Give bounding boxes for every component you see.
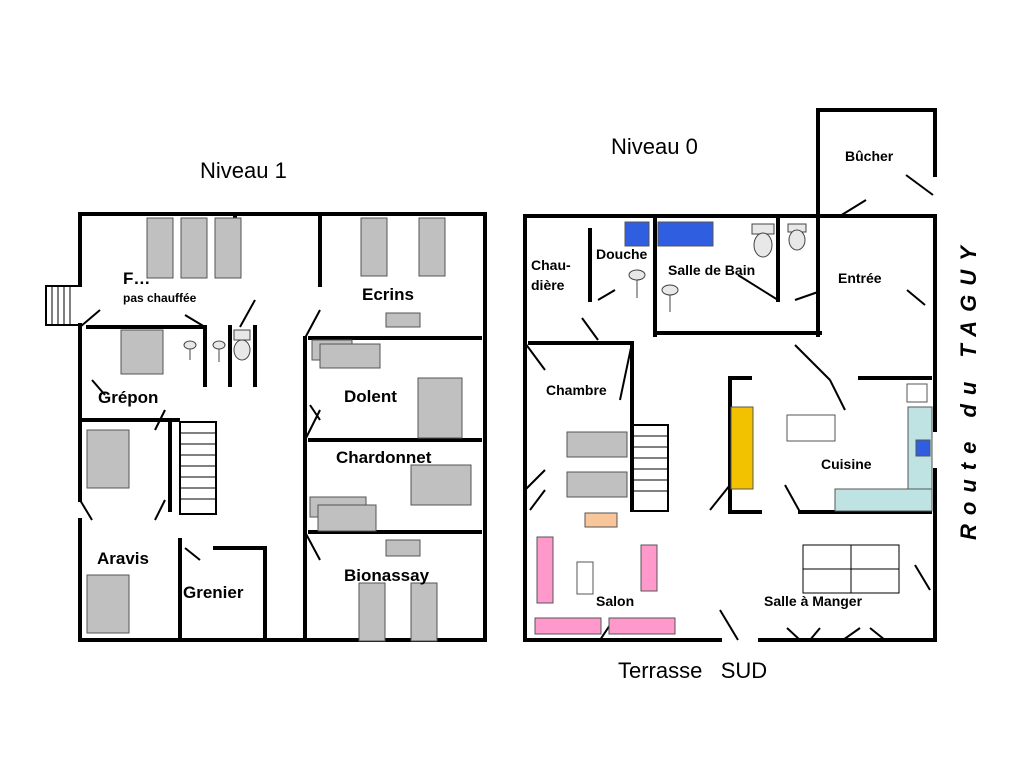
level1-sanitary: [183, 329, 251, 362]
room-label-chaudiere-1: Chau-: [531, 257, 571, 273]
room-label-aravis: Aravis: [97, 549, 149, 568]
room-label-salon: Salon: [596, 593, 635, 609]
room-label-cuisine: Cuisine: [821, 456, 872, 472]
room-label-f: F…: [123, 269, 151, 288]
room-label-grenier: Grenier: [183, 583, 244, 602]
level1-beds: [86, 217, 472, 642]
level0-doors: [524, 174, 934, 641]
terrace-label: Terrasse SUD: [618, 658, 768, 683]
room-label-salle-de-bain: Salle de Bain: [668, 262, 756, 278]
road-label: Route du TAGUY: [956, 237, 981, 540]
room-note-f: pas chauffée: [123, 291, 197, 305]
room-label-douche: Douche: [596, 246, 648, 262]
room-label-bionassay: Bionassay: [344, 566, 430, 585]
room-label-entree: Entrée: [838, 270, 882, 286]
room-label-chambre: Chambre: [546, 382, 607, 398]
level0-walls: [523, 108, 937, 642]
room-label-bucher: Bûcher: [845, 148, 894, 164]
room-label-salle-a-manger: Salle à Manger: [764, 593, 863, 609]
level0-furniture: [534, 221, 933, 635]
level0-sanitary: [628, 223, 807, 312]
room-label-ecrins: Ecrins: [362, 285, 414, 304]
room-label-grepon: Grépon: [98, 388, 159, 407]
level0-title: Niveau 0: [611, 134, 698, 159]
room-label-chardonnet: Chardonnet: [336, 448, 432, 467]
room-label-dolent: Dolent: [344, 387, 397, 406]
level1-walls: [45, 212, 487, 642]
level1-stairs: [51, 286, 217, 515]
level1-title: Niveau 1: [200, 158, 287, 183]
level1-doors: [79, 299, 321, 561]
level0-stairs: [631, 424, 669, 512]
room-label-chaudiere-2: dière: [531, 277, 565, 293]
